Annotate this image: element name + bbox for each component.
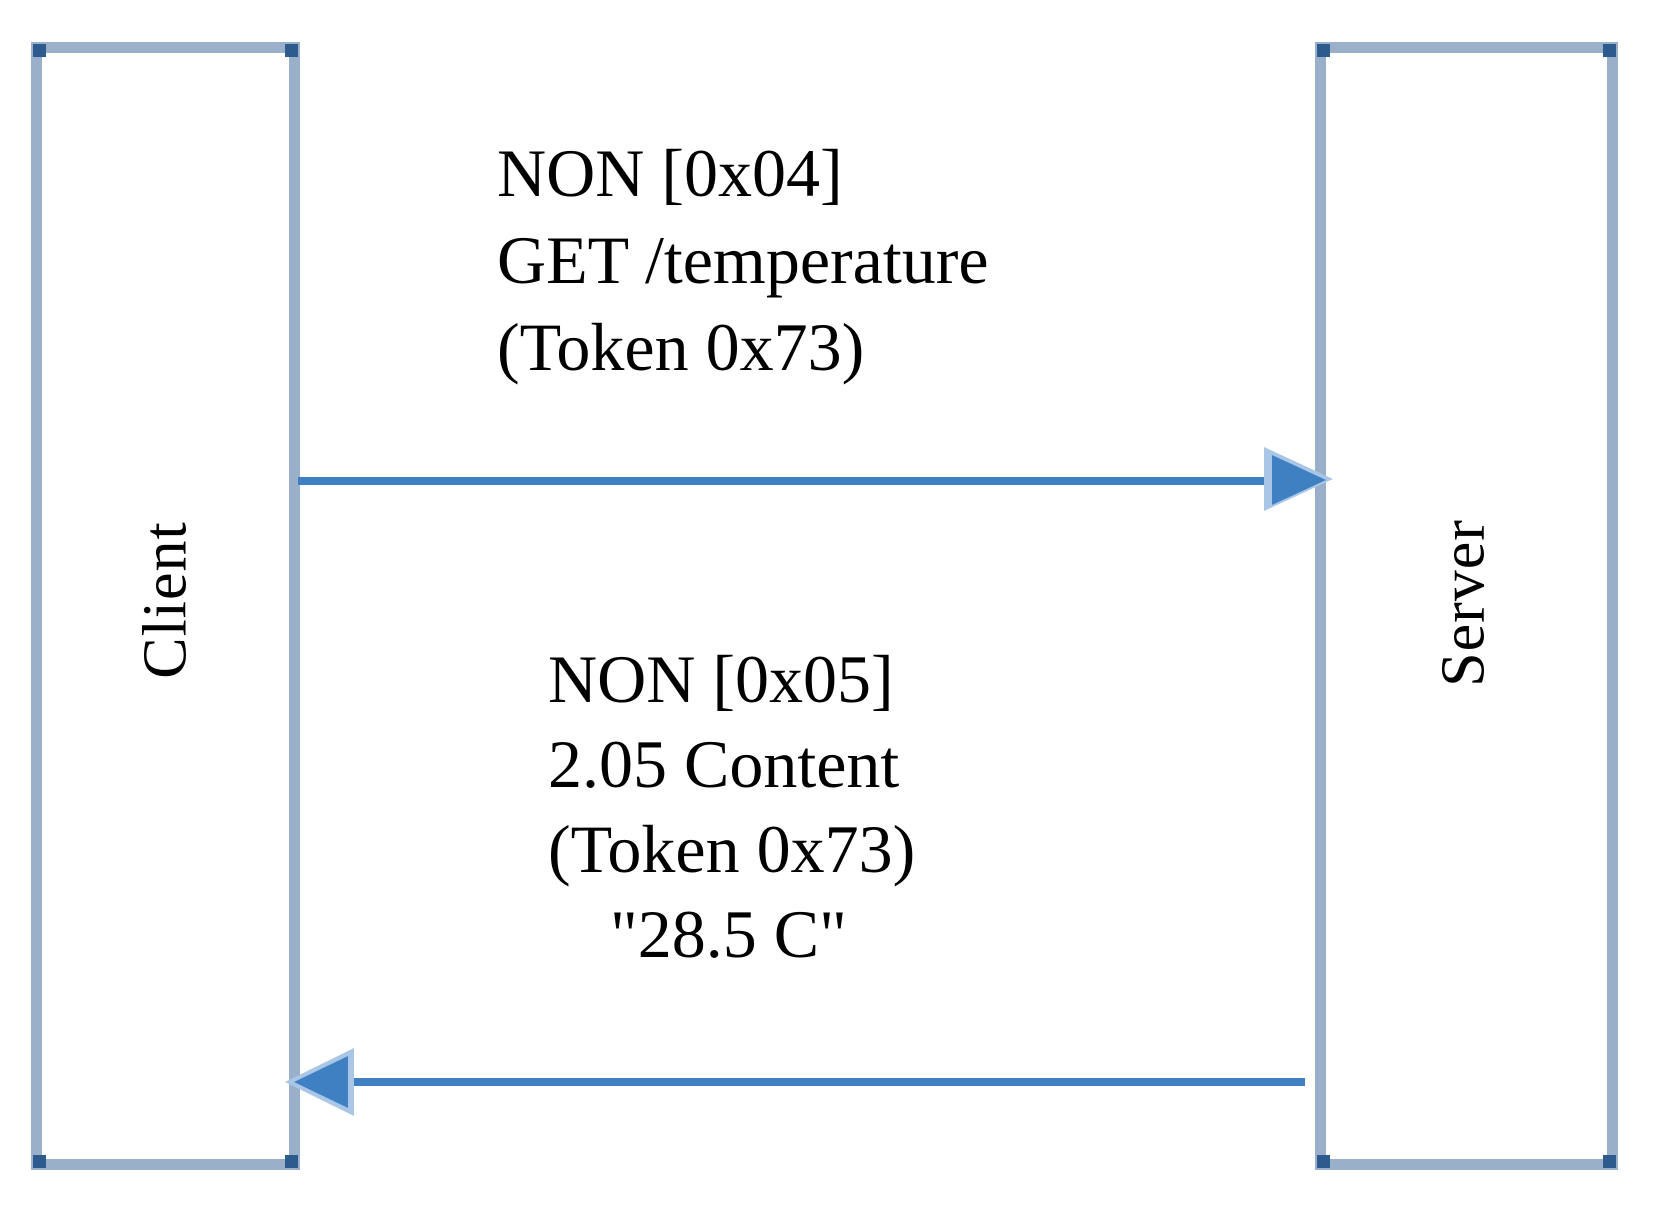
request-line-token: (Token 0x73) — [497, 309, 865, 385]
corner-dot — [1317, 1155, 1330, 1168]
client-label: Client — [131, 521, 200, 679]
response-line-type: NON [0x05] — [548, 641, 894, 717]
corner-dot — [1603, 44, 1616, 57]
request-line-type: NON [0x04] — [497, 135, 843, 211]
corner-dot — [285, 44, 298, 57]
request-line-method: GET /temperature — [497, 222, 989, 298]
response-message-label: NON [0x05] 2.05 Content (Token 0x73) "28… — [548, 637, 915, 977]
response-line-token: (Token 0x73) — [548, 811, 916, 887]
server-label: Server — [1429, 519, 1498, 687]
response-line-code: 2.05 Content — [548, 726, 900, 802]
response-line-payload: "28.5 C" — [610, 896, 847, 972]
client-lifeline-box — [31, 42, 300, 1170]
corner-dot — [1603, 1155, 1616, 1168]
response-arrowhead-icon — [294, 1056, 348, 1108]
request-arrow — [298, 447, 1333, 511]
corner-dot — [285, 1155, 298, 1168]
corner-dot — [1317, 44, 1330, 57]
response-arrow — [285, 1048, 1305, 1116]
request-message-label: NON [0x04] GET /temperature (Token 0x73) — [497, 130, 989, 391]
server-lifeline-box — [1315, 42, 1618, 1170]
corner-dot — [33, 1155, 46, 1168]
corner-dot — [33, 44, 46, 57]
